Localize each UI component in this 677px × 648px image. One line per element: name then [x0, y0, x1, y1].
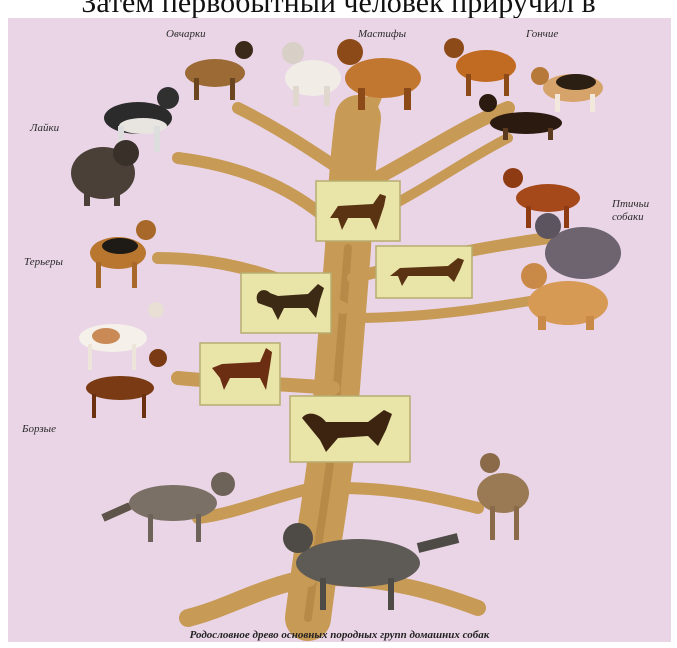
label-shepherds: Овчарки: [166, 28, 206, 40]
diagram-caption: Родословное древо основных породных груп…: [8, 629, 671, 641]
plaque-bottom: [290, 396, 410, 462]
keeshond-dog: [71, 140, 139, 206]
top-text-fragment: Затем первобытный человек приручил в: [0, 0, 677, 20]
label-gundogs-line1: Птичьи: [612, 198, 671, 211]
branch-jackal: [338, 488, 478, 508]
beagle-dog: [531, 67, 603, 112]
label-borzoi: Борзые: [22, 423, 56, 435]
plaque-top: [316, 181, 400, 241]
hound-dog-1: [444, 38, 516, 96]
plaque-lower-left: [200, 343, 280, 405]
label-laikas: Лайки: [30, 122, 59, 134]
label-gundogs: Птичьи собаки: [612, 198, 671, 224]
plaque-right: [376, 246, 472, 298]
branch-spaniels: [353, 298, 548, 318]
shepherd-dog: [185, 41, 253, 100]
tree-drawing: [8, 18, 671, 642]
poodle-dog: [535, 213, 621, 279]
label-gundogs-line2: собаки: [612, 211, 671, 224]
dog-family-tree-illustration: Овчарки Мастифы Гончие Лайки Птичьи соба…: [8, 18, 671, 642]
pharaoh-hound-dog: [86, 349, 167, 418]
coyote-animal: [103, 472, 235, 542]
airedale-terrier-dog: [90, 220, 156, 288]
label-terriers: Терьеры: [24, 256, 63, 268]
label-mastiffs: Мастифы: [358, 28, 406, 40]
white-mastiff-dog: [282, 42, 341, 106]
plaque-left: [241, 273, 331, 333]
husky-dog: [104, 87, 179, 152]
jackal-animal: [477, 453, 529, 540]
label-hounds: Гончие: [526, 28, 558, 40]
